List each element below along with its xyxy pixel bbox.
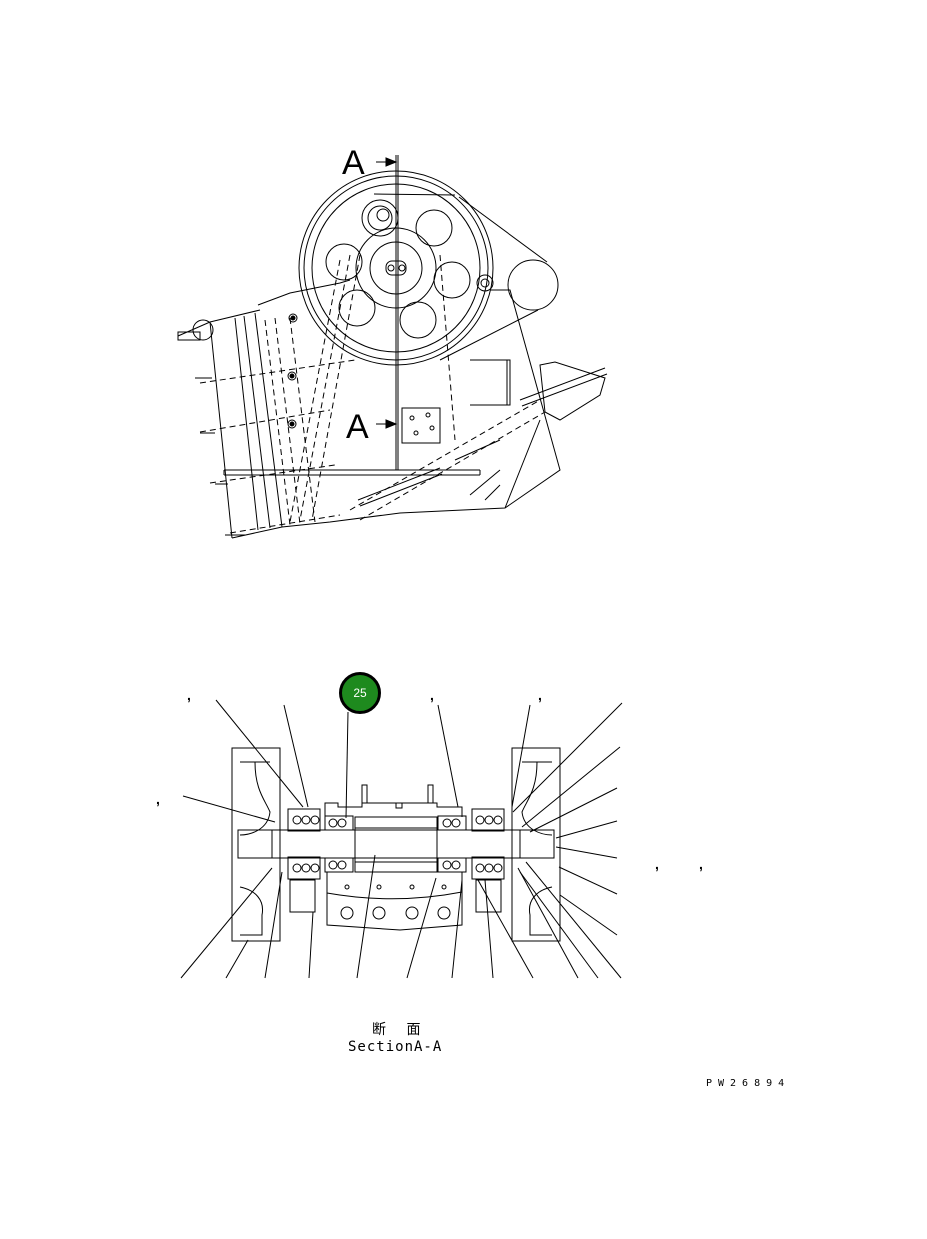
section-title-en: SectionA-A xyxy=(348,1039,443,1055)
part-number-separator: , xyxy=(187,687,191,703)
section-marker-lower: A xyxy=(346,408,369,446)
part-number-separator: , xyxy=(655,856,659,872)
drawing-number: PW26894 xyxy=(706,1078,791,1089)
part-callout-25[interactable]: 25 xyxy=(339,672,381,714)
part-number-separator: , xyxy=(156,791,160,807)
part-number-separator: , xyxy=(538,687,542,703)
part-number-separator: , xyxy=(430,687,434,703)
part-number-separator: , xyxy=(699,856,703,872)
section-title-jp: 断 面 xyxy=(372,1022,429,1038)
section-marker-upper: A xyxy=(342,144,365,182)
elevation-drawing xyxy=(177,155,608,539)
callout-number: 25 xyxy=(353,686,367,700)
section-drawing xyxy=(180,699,623,979)
